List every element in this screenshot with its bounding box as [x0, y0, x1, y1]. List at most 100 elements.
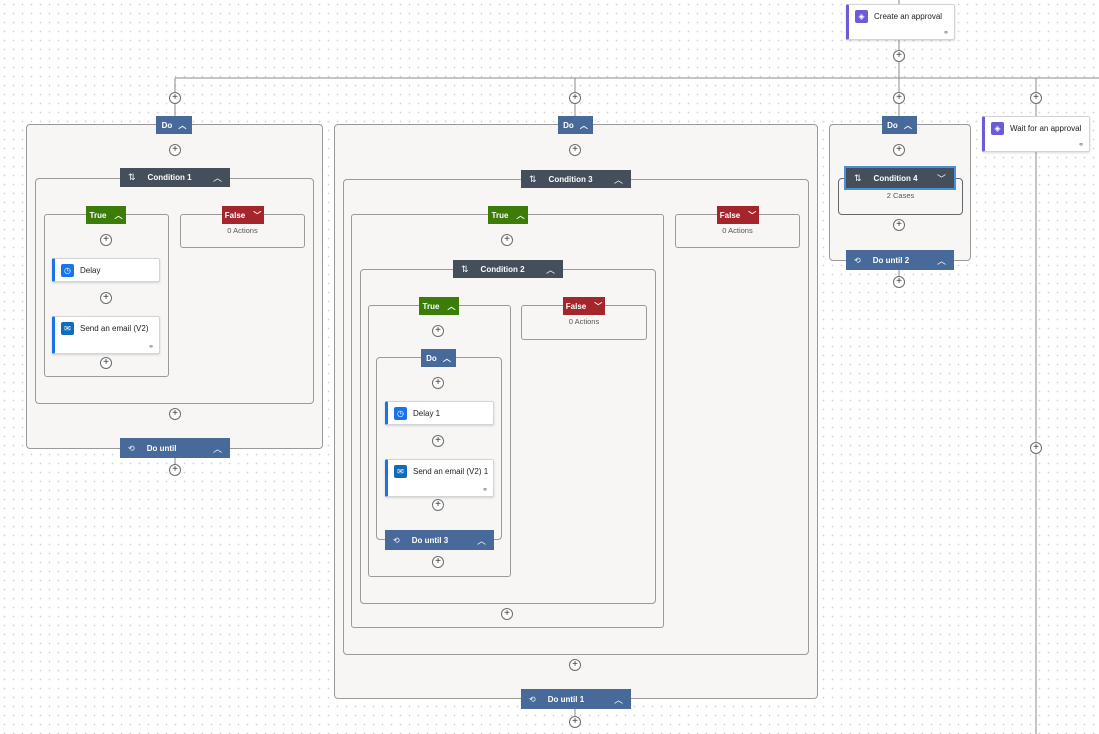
- loop-icon: ⟲: [529, 694, 536, 704]
- loop-icon: ⟲: [393, 535, 400, 545]
- true-branch-header[interactable]: True ︿: [488, 206, 528, 224]
- add-step-button[interactable]: +: [432, 435, 444, 447]
- condition-title: Condition 1: [147, 173, 192, 182]
- chevron-up-icon: ︿: [579, 120, 588, 130]
- true-label: True: [491, 210, 509, 220]
- false-label: False: [565, 301, 587, 311]
- do-until-1-header[interactable]: ⟲ Do until 1 ︿: [521, 689, 631, 709]
- add-step-button[interactable]: +: [432, 377, 444, 389]
- add-step-button[interactable]: +: [569, 144, 581, 156]
- add-step-button[interactable]: +: [569, 716, 581, 728]
- approval-icon: ◈: [991, 121, 1004, 135]
- add-branch-button[interactable]: +: [1030, 92, 1042, 104]
- add-step-button[interactable]: +: [501, 234, 513, 246]
- add-step-button[interactable]: +: [100, 292, 112, 304]
- create-approval-card[interactable]: ◈ Create an approval ⚭: [846, 4, 955, 40]
- false-branch-header[interactable]: False ﹀: [563, 297, 605, 315]
- action-title: Delay: [80, 265, 101, 275]
- do-header[interactable]: Do ︿: [558, 116, 593, 134]
- add-step-button[interactable]: +: [893, 276, 905, 288]
- condition-4-header[interactable]: ⇅Condition 4﹀: [844, 166, 956, 190]
- chevron-up-icon: ︿: [447, 301, 456, 311]
- chevron-up-icon: ︿: [114, 210, 123, 220]
- action-title: Send an email (V2): [80, 323, 149, 333]
- chevron-up-icon: ︿: [613, 694, 623, 705]
- do-header[interactable]: Do ︿: [156, 116, 192, 134]
- false-branch-header[interactable]: False ﹀: [717, 206, 759, 224]
- add-step-button[interactable]: +: [893, 219, 905, 231]
- do-header[interactable]: Do ︿: [882, 116, 917, 134]
- chevron-down-icon: ﹀: [594, 301, 603, 311]
- false-actions-count: 0 Actions: [722, 226, 753, 235]
- loop-icon: ⟲: [128, 443, 135, 453]
- add-step-button[interactable]: +: [501, 608, 513, 620]
- condition-title: Condition 2: [480, 264, 525, 274]
- true-branch-header[interactable]: True ︿: [419, 297, 459, 315]
- add-branch-button[interactable]: +: [893, 92, 905, 104]
- condition-3-header[interactable]: ⇅Condition 3︿: [521, 170, 631, 188]
- false-label: False: [719, 210, 741, 220]
- do-until-title: Do until: [146, 443, 177, 453]
- link-icon: ⚭: [1078, 142, 1084, 149]
- delay-1-action-card[interactable]: ◷Delay 1: [385, 401, 494, 425]
- outlook-icon: ✉: [61, 321, 74, 335]
- chevron-down-icon: ﹀: [936, 173, 946, 184]
- chevron-up-icon: ︿: [442, 353, 451, 363]
- do-until-title: Do until 1: [547, 694, 585, 704]
- chevron-up-icon: ︿: [613, 174, 623, 185]
- do-until-title: Do until 3: [411, 535, 449, 545]
- do-until-2-header[interactable]: ⟲Do until 2︿: [846, 250, 954, 270]
- send-email-1-card[interactable]: ✉Send an email (V2) 1 ⚭: [385, 459, 494, 497]
- false-branch-header[interactable]: False ﹀: [222, 206, 264, 224]
- add-step-button[interactable]: +: [432, 556, 444, 568]
- chevron-up-icon: ︿: [212, 173, 222, 183]
- false-actions-count: 0 Actions: [227, 226, 258, 235]
- link-icon: ⚭: [943, 30, 949, 37]
- action-title: Send an email (V2) 1: [413, 466, 489, 476]
- true-branch-header[interactable]: True ︿: [86, 206, 126, 224]
- cases-count: 2 Cases: [886, 191, 915, 200]
- condition-1-header[interactable]: ⇅Condition 1︿: [120, 168, 230, 187]
- chevron-up-icon: ︿: [936, 255, 946, 266]
- add-step-button[interactable]: +: [100, 357, 112, 369]
- do-until-3-header[interactable]: ⟲Do until 3︿: [385, 530, 494, 550]
- condition-2-header[interactable]: ⇅ Condition 2 ︿: [453, 260, 563, 278]
- add-step-button[interactable]: +: [893, 144, 905, 156]
- true-label: True: [422, 301, 440, 311]
- chevron-up-icon: ︿: [545, 264, 555, 275]
- add-branch-button[interactable]: +: [169, 92, 181, 104]
- do-label: Do: [426, 353, 437, 363]
- approval-icon: ◈: [855, 9, 868, 23]
- add-step-button[interactable]: +: [432, 325, 444, 337]
- add-step-button[interactable]: +: [1030, 442, 1042, 454]
- add-step-button[interactable]: +: [100, 234, 112, 246]
- add-step-button[interactable]: +: [169, 144, 181, 156]
- do-label: Do: [161, 120, 173, 130]
- chevron-down-icon: ﹀: [748, 210, 757, 220]
- true-label: True: [89, 210, 107, 220]
- condition-icon: ⇅: [854, 172, 862, 183]
- wait-approval-card[interactable]: ◈Wait for an approval ⚭: [982, 116, 1090, 152]
- chevron-up-icon: ︿: [903, 120, 912, 130]
- do-label: Do: [887, 120, 898, 130]
- add-step-button[interactable]: +: [432, 499, 444, 511]
- chevron-down-icon: ﹀: [253, 210, 262, 220]
- add-step-button[interactable]: +: [169, 464, 181, 476]
- do-until-header[interactable]: ⟲ Do until ︿: [120, 438, 230, 458]
- send-email-card[interactable]: ✉Send an email (V2) ⚭: [52, 316, 160, 354]
- timer-icon: ◷: [61, 263, 74, 277]
- add-step-button[interactable]: +: [169, 408, 181, 420]
- do-header[interactable]: Do ︿: [421, 349, 456, 367]
- delay-action-card[interactable]: ◷ Delay: [52, 258, 160, 282]
- card-title: Create an approval: [874, 11, 943, 21]
- outlook-icon: ✉: [394, 464, 407, 478]
- do-label: Do: [563, 120, 574, 130]
- add-step-button[interactable]: +: [893, 50, 905, 62]
- chevron-up-icon: ︿: [212, 443, 222, 454]
- add-branch-button[interactable]: +: [569, 92, 581, 104]
- chevron-up-icon: ︿: [178, 120, 187, 130]
- add-step-button[interactable]: +: [569, 659, 581, 671]
- condition-icon: ⇅: [461, 263, 469, 274]
- false-label: False: [224, 210, 246, 220]
- chevron-up-icon: ︿: [516, 210, 525, 220]
